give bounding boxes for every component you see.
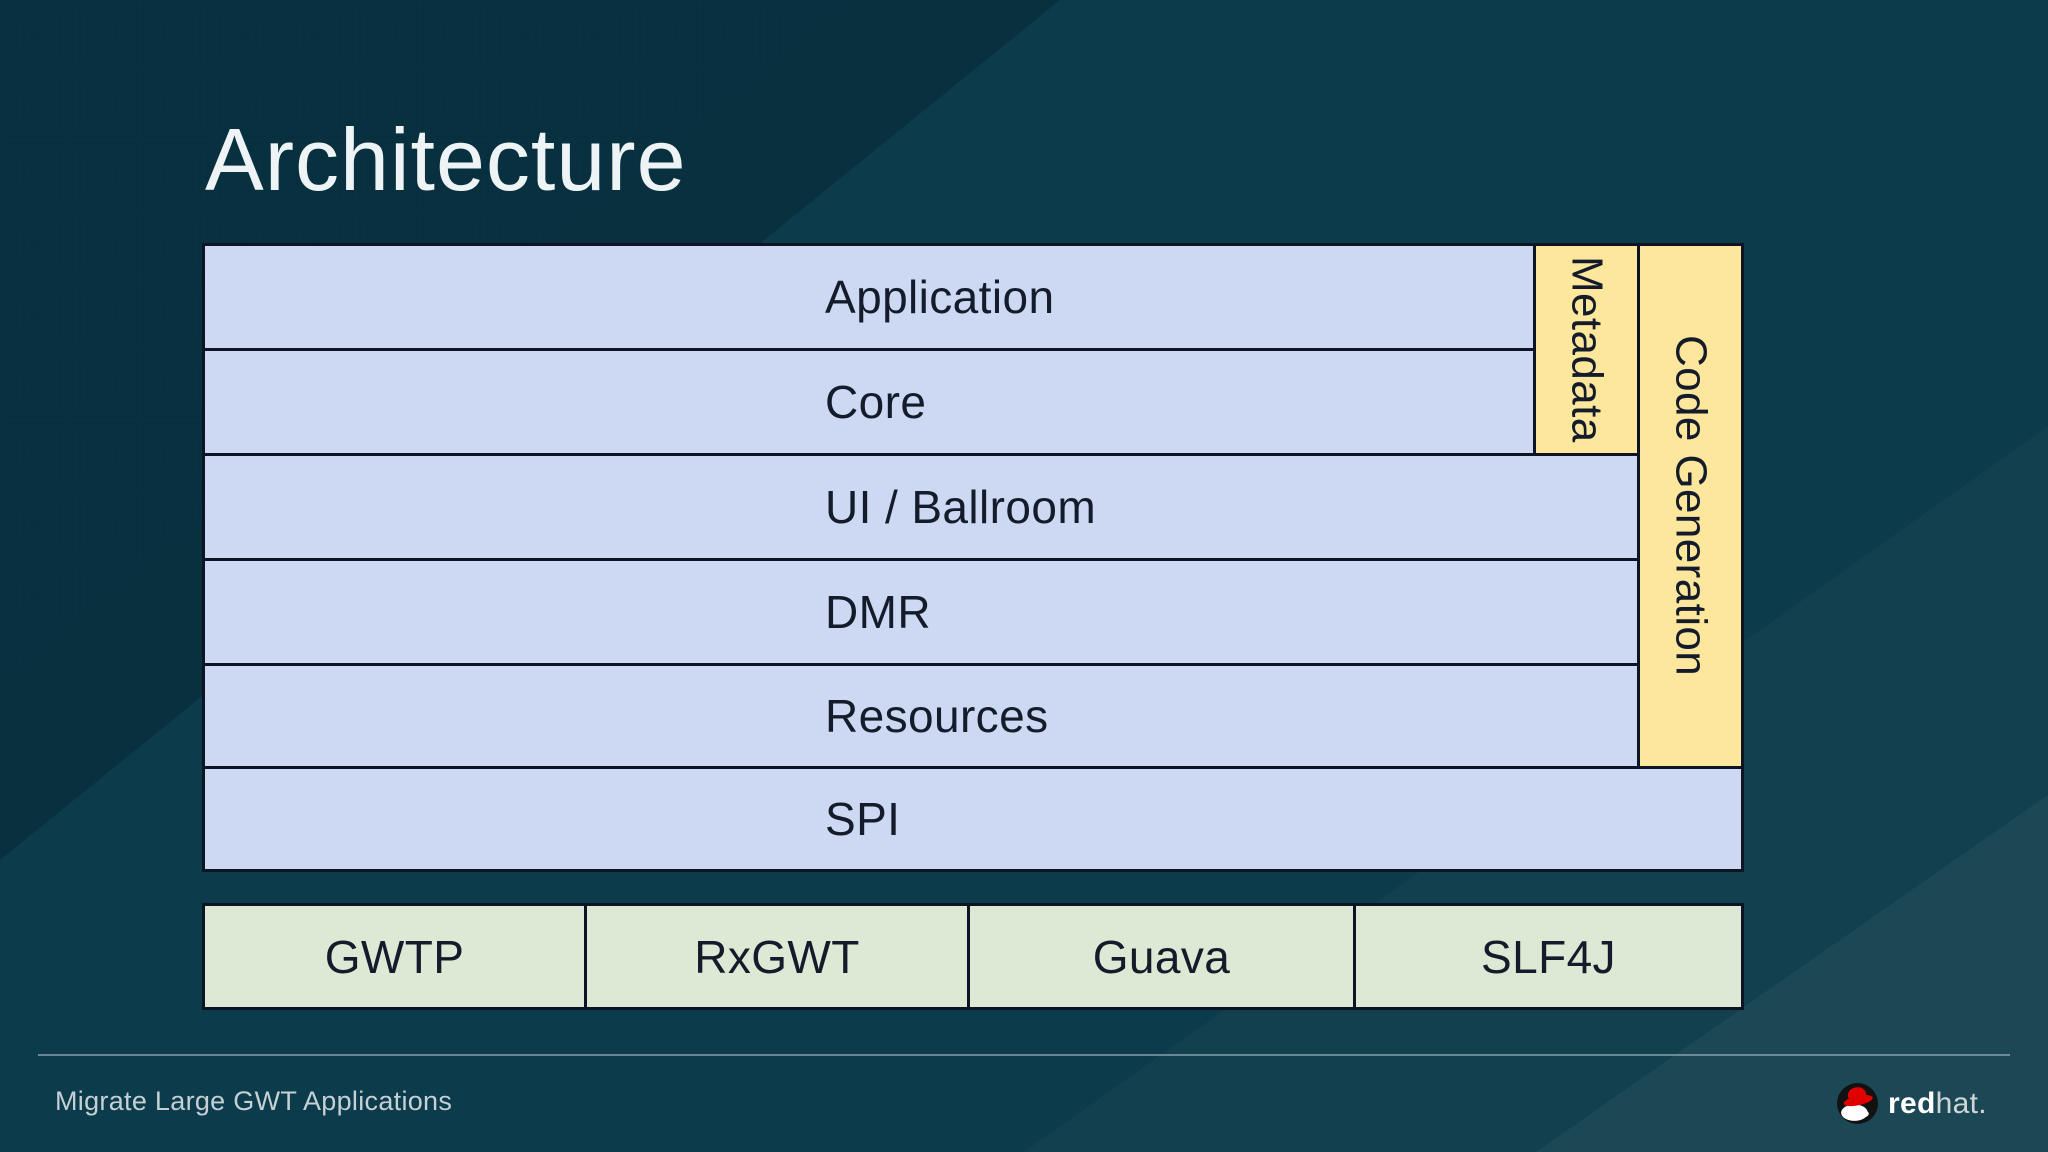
- layer-label: Resources: [825, 690, 1049, 742]
- layer-label: DMR: [825, 586, 931, 638]
- layer-application: Application: [202, 243, 1536, 351]
- layer-label: Core: [825, 376, 927, 428]
- library-label: RxGWT: [694, 930, 860, 983]
- library-slf4j: SLF4J: [1353, 903, 1744, 1010]
- layer-ui-ballroom: UI / Ballroom: [202, 453, 1640, 561]
- page-title: Architecture: [205, 110, 687, 209]
- layer-core: Core: [202, 348, 1536, 456]
- side-column-label: Code Generation: [1666, 335, 1716, 677]
- footer-divider: [38, 1054, 2010, 1056]
- layer-label: UI / Ballroom: [825, 481, 1097, 533]
- redhat-shadowman-icon: [1837, 1083, 1878, 1124]
- side-column-metadata: Metadata: [1533, 243, 1640, 456]
- logo-word-hat: hat: [1935, 1086, 1979, 1120]
- library-gwtp: GWTP: [202, 903, 587, 1010]
- footer-title: Migrate Large GWT Applications: [55, 1086, 453, 1116]
- library-label: GWTP: [324, 930, 465, 983]
- library-rxgwt: RxGWT: [584, 903, 970, 1010]
- logo-word-red: red: [1888, 1086, 1936, 1120]
- library-label: Guava: [1092, 930, 1231, 983]
- layer-dmr: DMR: [202, 558, 1640, 666]
- layer-label: SPI: [825, 793, 901, 845]
- layer-label: Application: [825, 271, 1055, 323]
- library-label: SLF4J: [1481, 930, 1616, 983]
- library-guava: Guava: [967, 903, 1356, 1010]
- logo-period: .: [1978, 1086, 1987, 1120]
- layer-resources: Resources: [202, 663, 1640, 769]
- layer-spi: SPI: [202, 766, 1744, 872]
- side-column-code-generation: Code Generation: [1637, 243, 1744, 769]
- side-column-label: Metadata: [1562, 256, 1612, 443]
